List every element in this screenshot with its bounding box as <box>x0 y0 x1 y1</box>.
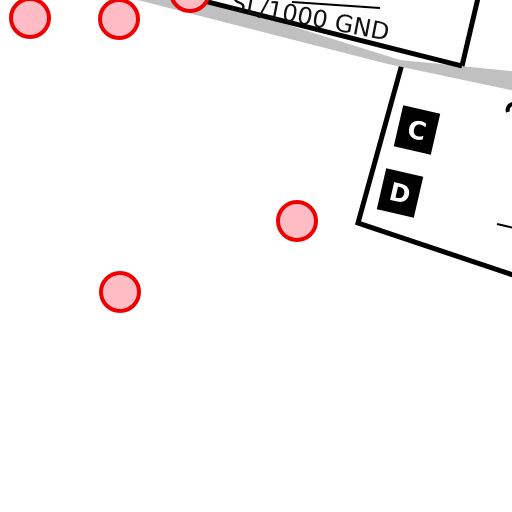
waypoint-markers <box>9 0 318 313</box>
badge-c[interactable]: C <box>393 105 441 155</box>
chart-panel: C D <box>354 61 512 278</box>
waypoint-marker-icon[interactable] <box>170 0 210 13</box>
waypoint-marker-icon[interactable] <box>99 271 141 313</box>
altitude-panel-shadow <box>137 0 512 91</box>
waypoint-marker-icon[interactable] <box>9 0 51 39</box>
badge-c-box <box>393 105 441 155</box>
panel-rule <box>496 223 512 229</box>
altitude-panel-side-border <box>459 0 481 67</box>
waypoint-marker-icon[interactable] <box>276 200 318 242</box>
badge-d-box <box>376 168 424 218</box>
altitude-overline <box>291 1 381 9</box>
panel-text-fragment <box>505 102 512 113</box>
badge-d[interactable]: D <box>376 168 424 218</box>
panel-frame <box>354 61 512 278</box>
altitude-panel-bottom-border <box>199 0 463 69</box>
waypoint-marker-icon[interactable] <box>98 0 140 40</box>
